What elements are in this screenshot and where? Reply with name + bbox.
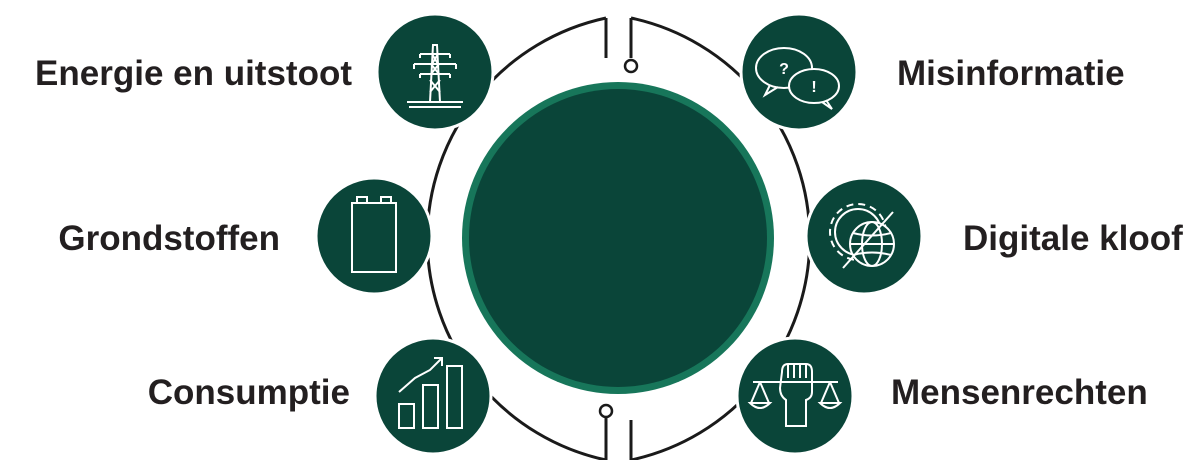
gear-globe-icon [829,203,895,269]
label-mensenrechten: Mensenrechten [891,373,1148,412]
label-grondstoffen: Grondstoffen [58,219,280,258]
exclamation-glyph: ! [811,79,816,96]
top-connector-dot [623,58,639,74]
speech-bubbles-icon [755,47,840,110]
node-mensenrechten [735,336,855,456]
bottom-connector-dot [598,403,614,419]
growth-bar-chart-icon [398,357,463,429]
node-energie [375,12,495,132]
node-grondstoffen [314,176,434,296]
center-circle [469,89,767,387]
fist-scales-icon [747,363,843,427]
battery-icon [351,196,397,273]
question-glyph: ? [779,61,789,78]
power-pylon-icon [407,44,463,108]
label-consumptie: Consumptie [147,373,350,412]
label-digitale-kloof: Digitale kloof [963,219,1183,258]
node-digitale-kloof [804,176,924,296]
node-consumptie [373,336,493,456]
node-misinformatie: ? ! [739,12,859,132]
label-misinformatie: Misinformatie [897,54,1125,93]
label-energie-en-uitstoot: Energie en uitstoot [35,54,352,93]
